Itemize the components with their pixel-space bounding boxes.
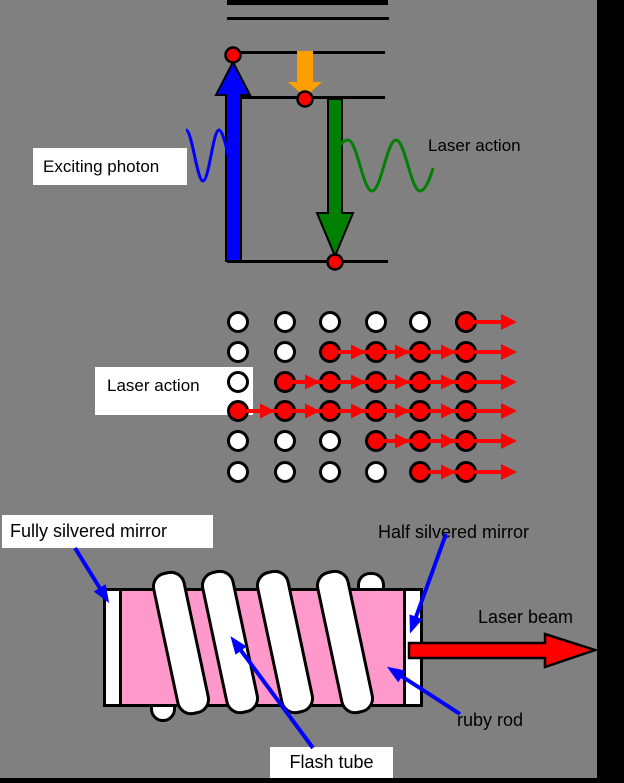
laser-beam-arrow [407,632,599,669]
atom-excited [274,400,296,422]
laser-action-wave [333,138,435,193]
laser-beam-label: Laser beam [478,607,574,627]
photon-arrowhead [441,433,456,449]
atom-ground [365,311,387,333]
atom-excited [455,430,477,452]
photon-arrowhead [395,374,410,390]
atom-ground [274,461,296,483]
atom-excited [455,400,477,422]
energy-level-line-top1 [227,0,388,5]
atom-ground [227,430,249,452]
electron-dot-pump-level [224,46,242,64]
photon-arrowhead [395,344,410,360]
atom-ground [319,311,341,333]
photon-arrowhead [441,344,456,360]
atom-ground [365,461,387,483]
atom-excited [319,341,341,363]
atom-ground [274,341,296,363]
energy-level-line-top2 [227,17,389,20]
photon-arrowhead-end [501,433,517,449]
energy-level-line-ground [227,260,388,263]
atom-excited [365,430,387,452]
atom-excited [455,311,477,333]
laser-action-top-label: Laser action [428,136,521,155]
atom-excited [365,400,387,422]
atom-excited [409,371,431,393]
atom-excited [274,371,296,393]
energy-level-line-pump [237,51,385,54]
energy-level-line-metastable [242,96,385,99]
laser-action-grid-label: Laser action [107,376,200,395]
photon-arrowhead-end [501,374,517,390]
ruby-rod-label: ruby rod [457,710,524,730]
laser-action-grid-label-box: Laser action [95,367,253,415]
exciting-photon-wave [184,128,230,183]
atom-ground [227,461,249,483]
fully-silvered-mirror-callout-arrow [73,546,110,604]
photon-arrowhead [260,403,275,419]
photon-arrowhead [441,374,456,390]
photon-arrowhead-end [501,464,517,480]
photon-arrowhead [395,403,410,419]
atom-ground [274,311,296,333]
atom-excited [455,371,477,393]
photon-arrowhead [351,374,366,390]
atom-excited [319,400,341,422]
atom-ground [227,341,249,363]
electron-dot-metastable-level [296,90,314,108]
atom-ground [274,430,296,452]
right-black-border [597,0,624,783]
atom-excited [455,341,477,363]
atom-excited [409,430,431,452]
atom-excited [409,461,431,483]
atom-excited [409,341,431,363]
exciting-photon-label-box: Exciting photon [33,148,187,185]
atom-excited [455,461,477,483]
atom-ground [409,311,431,333]
flash-tube-label-box: Flash tube [270,747,393,778]
photon-arrowhead [441,464,456,480]
photon-arrowhead-end [501,314,517,330]
atom-grid [227,311,517,483]
photon-arrowhead [351,403,366,419]
bottom-black-border [0,778,624,783]
exciting-photon-label: Exciting photon [43,156,160,176]
atom-ground [319,461,341,483]
photon-arrowhead-end [501,403,517,419]
fully-silvered-mirror-label: Fully silvered mirror [10,521,168,541]
atom-ground [319,430,341,452]
photon-arrowhead [441,403,456,419]
atom-excited [409,400,431,422]
photon-arrowhead [305,403,320,419]
photon-arrowhead [395,433,410,449]
atom-ground [227,311,249,333]
half-silvered-mirror-label: Half silvered mirror [378,522,530,542]
pump-decay-down-arrow [288,51,322,97]
atom-excited [365,341,387,363]
photon-arrowhead [305,374,320,390]
laser-transition-down-arrow [315,98,355,259]
atom-excited [365,371,387,393]
photon-arrowhead [351,344,366,360]
flash-tube-label: Flash tube [289,752,374,772]
photon-arrowhead-end [501,344,517,360]
exciting-photon-up-arrow [214,59,252,262]
fully-silvered-mirror-label-box: Fully silvered mirror [2,515,213,548]
atom-excited [319,371,341,393]
